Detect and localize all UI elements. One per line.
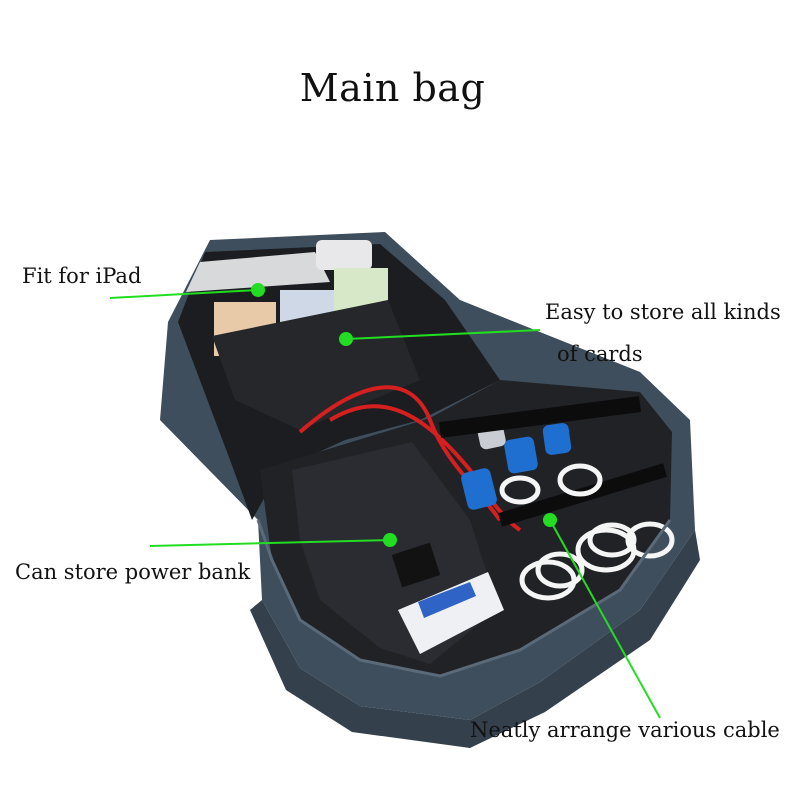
zipper bbox=[256, 519, 672, 678]
callout-line-cards bbox=[345, 329, 541, 340]
pocket-panel bbox=[212, 300, 420, 430]
callout-ipad: Fit for iPad bbox=[22, 264, 142, 288]
usb-drive-3 bbox=[542, 423, 572, 455]
callout-dots bbox=[251, 283, 557, 547]
callout-dot-ipad bbox=[251, 283, 265, 297]
page-title: Main bag bbox=[299, 66, 486, 110]
elastic-strap-1 bbox=[438, 396, 642, 438]
power-bank bbox=[398, 572, 504, 654]
usb-drive-2 bbox=[504, 436, 538, 474]
callout-lines bbox=[109, 289, 661, 719]
callout-dot-power-bank bbox=[383, 533, 397, 547]
usb-drive-1 bbox=[461, 468, 497, 510]
callout-power-bank: Can store power bank bbox=[15, 560, 251, 584]
callout-dot-cables bbox=[543, 513, 557, 527]
white-cables bbox=[499, 463, 675, 601]
bag-shell-side bbox=[250, 530, 700, 748]
callout-dot-cards bbox=[339, 332, 353, 346]
callout-line-cables bbox=[549, 519, 661, 719]
phone-device bbox=[316, 240, 372, 270]
velcro-patch bbox=[391, 542, 441, 588]
ipad-device bbox=[186, 252, 330, 292]
callout-line-power-bank bbox=[149, 539, 391, 547]
callout-cards-line2: of cards bbox=[557, 342, 643, 366]
callout-cards-line1: Easy to store all kinds bbox=[545, 300, 781, 324]
power-bank-display bbox=[418, 582, 476, 618]
callout-line-ipad bbox=[109, 289, 259, 299]
callout-cables: Neatly arrange various cable bbox=[470, 718, 780, 742]
